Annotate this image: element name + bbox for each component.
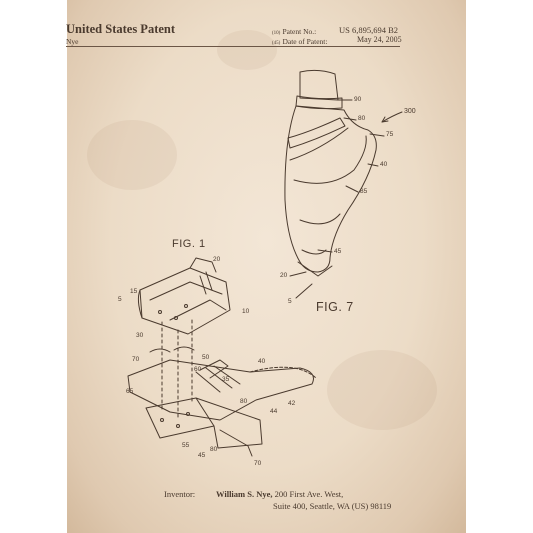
leader-20 [289, 271, 307, 277]
arch-line [293, 135, 367, 184]
housing-inner [169, 299, 227, 321]
patent-sheet [67, 0, 466, 533]
inventor-address-2: Suite 400, Seattle, WA (US) 98119 [273, 501, 392, 511]
leader-5 [295, 283, 313, 299]
ref-42: 42 [288, 400, 296, 407]
top-housing [139, 267, 231, 335]
rivet [160, 418, 164, 422]
inventor-address-1: 200 First Ave. West, [274, 489, 344, 499]
fig7-label: FIG. 7 [316, 300, 354, 314]
ref-70: 70 [132, 356, 140, 363]
sole-plate [127, 359, 314, 421]
ref-90: 90 [354, 96, 362, 103]
ref-60: 60 [194, 366, 202, 373]
ref-50: 50 [202, 354, 210, 361]
paper-stain [217, 30, 277, 70]
housing-tab [189, 257, 217, 273]
ref-20: 20 [280, 272, 288, 279]
patent-number-value: US 6,895,694 B2 [339, 25, 399, 35]
inventor-short-name: Nye [66, 37, 79, 46]
ref-80: 80 [358, 115, 366, 122]
ref-20: 20 [213, 256, 221, 263]
ref-80: 80 [240, 398, 248, 405]
leader-85 [345, 185, 359, 193]
housing-edge [137, 289, 143, 319]
base-strap [195, 397, 263, 449]
arrow-300 [381, 116, 389, 123]
inventor-line-1: Inventor: William S. Nye, 200 First Ave. … [164, 488, 391, 500]
fig1-label: FIG. 1 [172, 238, 206, 250]
ref-45: 45 [198, 452, 206, 459]
ref-300: 300 [404, 108, 416, 115]
ref-40: 40 [380, 161, 388, 168]
leader-300 [381, 111, 403, 123]
date-label: Date of Patent: [282, 37, 328, 46]
patent-number-row: (10) Patent No.: [272, 26, 316, 36]
ref-80: 80 [210, 446, 218, 453]
rivet [176, 424, 180, 428]
header-rule [66, 46, 400, 47]
assembly-guides [161, 319, 193, 421]
ref-10: 10 [242, 308, 250, 315]
lacing-hook [199, 359, 229, 379]
assembly-arrows [149, 346, 195, 353]
patent-title: United States Patent [66, 22, 176, 36]
ref-55: 55 [182, 442, 190, 449]
ankle-ribbon [295, 95, 343, 110]
base-plate [145, 397, 215, 439]
housing-slots [199, 271, 213, 295]
rivet [186, 412, 190, 416]
leader-45 [317, 249, 333, 253]
inventor-name: William S. Nye, [216, 489, 273, 499]
ref-5: 5 [118, 296, 122, 303]
leg-outline [299, 69, 339, 101]
vamp-line [289, 127, 349, 161]
ref-15: 15 [130, 288, 138, 295]
paper-stain [327, 350, 437, 430]
housing-ridge [149, 281, 223, 301]
leader-40 [367, 163, 379, 167]
inner-line [299, 213, 341, 225]
paper-stain [87, 120, 177, 190]
date-code: (45) [272, 41, 281, 46]
platform-line [297, 261, 333, 277]
ref-45: 45 [334, 248, 342, 255]
date-row: (45) Date of Patent: [272, 36, 327, 46]
date-value: May 24, 2005 [357, 35, 402, 44]
ref-44: 44 [270, 408, 278, 415]
rivet [158, 310, 162, 314]
strap-tail [219, 429, 253, 457]
rivet [174, 316, 178, 320]
fig1-exploded-drawing [127, 257, 317, 457]
leader-75 [369, 133, 385, 137]
sole-dashed-edge [249, 366, 317, 379]
ref-85: 85 [360, 188, 368, 195]
ref-5: 5 [288, 298, 292, 305]
leader-80 [343, 117, 357, 121]
inventor-label: Inventor: [164, 489, 196, 499]
lacing-lines [195, 365, 241, 393]
ref-75: 75 [386, 131, 394, 138]
ref-35: 35 [222, 376, 230, 383]
fig7-pointe-shoe-drawing [284, 69, 403, 299]
ref-65: 65 [126, 388, 134, 395]
ref-40: 40 [258, 358, 266, 365]
rivet [184, 304, 188, 308]
patent-number-label: Patent No.: [282, 27, 317, 36]
inventor-block: Inventor: William S. Nye, 200 First Ave. … [164, 488, 391, 512]
cross-ribbon [287, 117, 346, 149]
ref-70: 70 [254, 460, 262, 467]
ref-30: 30 [136, 332, 144, 339]
patent-number-code: (10) [272, 31, 281, 36]
